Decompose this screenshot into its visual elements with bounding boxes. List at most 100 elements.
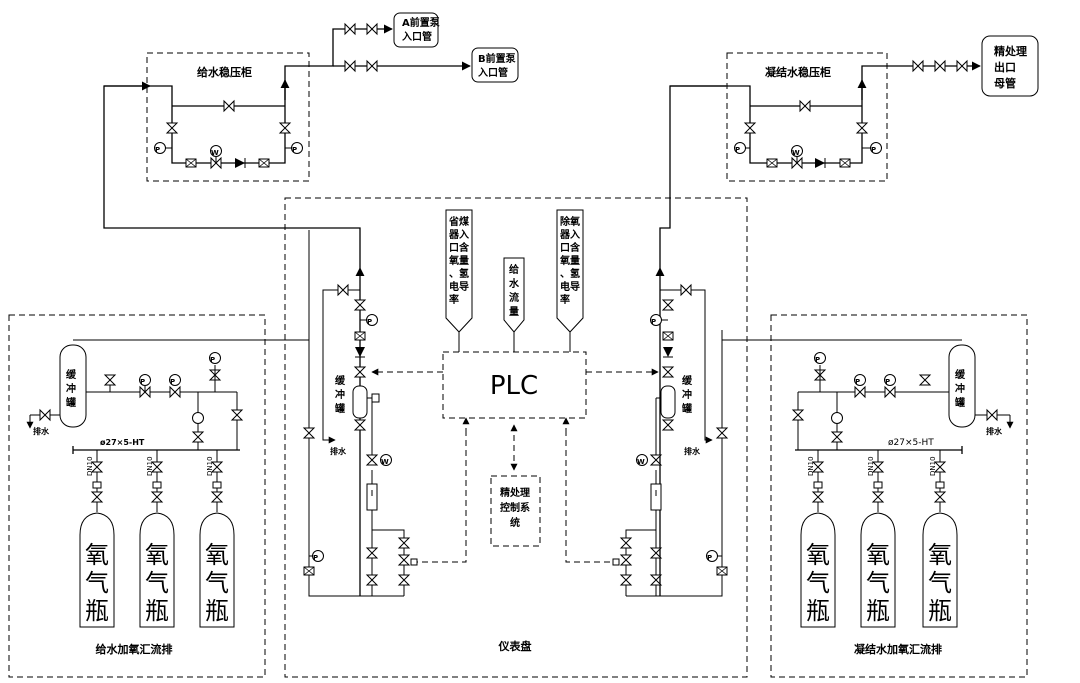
svg-text:省煤: 省煤 [448, 215, 469, 228]
pipe-spec: ø27×5-HT [888, 438, 934, 448]
gauge-p-label: P [210, 356, 215, 364]
dn-label: DN10 [146, 456, 154, 476]
buffer-tank-label: 缓 [334, 374, 346, 387]
dn-label: DN10 [867, 456, 875, 476]
cylinder-label: 瓶 [806, 597, 830, 625]
cylinder-label: 气 [145, 569, 169, 597]
feedwater-manifold-title: 给水加氧汇流排 [96, 642, 173, 656]
drain-label: 排水 [986, 426, 1003, 436]
condensate-manifold-piping [722, 339, 1014, 454]
oxygen-cylinder: 氧气瓶 DN10 [139, 450, 175, 628]
buffer-tank-label: 缓 [954, 368, 966, 381]
gauge-p-label: P [140, 378, 145, 386]
economizer-signal-tag: 省煤 器入 口含 氧量 、氢 电导 率 [445, 209, 473, 333]
oxygen-cylinder: 氧气瓶 DN10 [860, 450, 896, 628]
polish-control-box [490, 475, 541, 547]
cylinder-label: 瓶 [866, 597, 890, 625]
gauge-p-label: P [155, 146, 160, 154]
svg-text:罐: 罐 [954, 396, 965, 409]
gauge-p-label: P [292, 146, 297, 154]
cylinder-label: 氧 [866, 541, 890, 569]
svg-text:水: 水 [508, 277, 520, 290]
gauge-p-label: P [170, 378, 175, 386]
cylinder-label: 气 [85, 569, 109, 597]
svg-text:器入: 器入 [448, 229, 469, 241]
svg-text:氧量: 氧量 [559, 254, 580, 267]
oxygen-cylinders: 氧气瓶DN10氧气瓶DN10氧气瓶DN10氧气瓶DN10氧气瓶DN10氧气瓶DN… [79, 450, 958, 628]
instrument-panel-frame [284, 197, 748, 678]
svg-text:冲: 冲 [335, 388, 345, 401]
pipe-spec: ø27×5-HT [100, 438, 145, 447]
pressure-switch [192, 412, 204, 424]
gauge-w-label: W [637, 458, 645, 466]
instrument-left-piping [303, 230, 418, 597]
dn-label: DN10 [206, 456, 214, 476]
svg-text:率: 率 [449, 293, 459, 306]
cylinder-label: 氧 [806, 541, 830, 569]
svg-text:器入: 器入 [559, 229, 580, 241]
gauge-p-label: P [313, 554, 318, 562]
svg-text:B前置泵: B前置泵 [478, 52, 517, 65]
cylinder-label: 气 [806, 569, 830, 597]
cylinder-label: 气 [866, 569, 890, 597]
condensate-cabinet-piping [659, 60, 981, 268]
gauge-p-label: P [855, 378, 860, 386]
deaerator-signal-tag: 除氧 器入 口含 氧量 、氢 电导 率 [556, 209, 584, 333]
gauge-p-label: P [707, 554, 712, 562]
condensate-cabinet-title: 凝结水稳压柜 [765, 65, 831, 79]
polish-outlet-header-symbol: 精处理 出口 母管 [981, 35, 1039, 97]
feedwater-cabinet-gauges [154, 142, 303, 157]
instrument-panel-title: 仪表盘 [498, 639, 532, 653]
polish-control-label: 精处理 [500, 486, 530, 499]
drain-label: 排水 [684, 446, 701, 456]
oxygen-cylinder: 氧气瓶 DN10 [922, 450, 958, 628]
svg-text:控制系: 控制系 [500, 501, 530, 514]
drain-label: 排水 [330, 446, 347, 456]
cylinder-label: 氧 [145, 541, 169, 569]
svg-text:出口: 出口 [994, 60, 1016, 74]
gauge-w-label: W [792, 149, 800, 157]
svg-text:量: 量 [509, 305, 519, 318]
svg-text:A前置泵: A前置泵 [402, 16, 441, 29]
buffer-tank-label: 缓 [65, 368, 77, 381]
cylinder-label: 瓶 [145, 597, 169, 625]
instrument-right-piping [612, 267, 728, 597]
svg-text:、氢: 、氢 [560, 267, 580, 280]
condensate-manifold-frame [770, 314, 1028, 678]
gauge-p-label: P [367, 318, 372, 326]
svg-text:罐: 罐 [65, 396, 76, 409]
condensate-cabinet-frame [726, 52, 888, 182]
feedwater-cabinet-frame [146, 52, 310, 182]
svg-text:给: 给 [509, 263, 519, 276]
cylinder-label: 气 [928, 569, 952, 597]
cylinder-label: 氧 [928, 541, 952, 569]
feedwater-cabinet-title: 给水稳压柜 [197, 65, 252, 79]
svg-text:精处理: 精处理 [994, 44, 1027, 58]
cylinder-label: 瓶 [928, 597, 952, 625]
condensate-cabinet-gauges [734, 142, 882, 157]
svg-text:入口管: 入口管 [478, 66, 508, 79]
cylinder-label: 氧 [205, 541, 229, 569]
feedwater-manifold-frame [8, 314, 266, 678]
svg-text:除氧: 除氧 [560, 215, 580, 228]
svg-text:母管: 母管 [994, 76, 1016, 90]
condensate-manifold-title: 凝结水加氧汇流排 [854, 642, 942, 656]
dn-label: DN10 [86, 456, 94, 476]
svg-text:冲: 冲 [66, 382, 76, 395]
gauge-p-label: P [815, 356, 820, 364]
svg-text:电导: 电导 [449, 280, 469, 293]
plc-box [442, 351, 587, 419]
cylinder-label: 气 [205, 569, 229, 597]
svg-text:罐: 罐 [681, 402, 692, 415]
cylinder-label: 瓶 [205, 597, 229, 625]
cylinder-label: 氧 [85, 541, 109, 569]
dn-label: DN10 [929, 456, 937, 476]
svg-text:入口管: 入口管 [402, 30, 432, 43]
gauge-p-label: P [651, 318, 656, 326]
feedwater-manifold-piping [26, 339, 309, 454]
svg-text:电导: 电导 [560, 280, 580, 293]
oxygen-cylinder: 氧气瓶 DN10 [199, 450, 235, 628]
gauge-p-label: P [735, 146, 740, 154]
